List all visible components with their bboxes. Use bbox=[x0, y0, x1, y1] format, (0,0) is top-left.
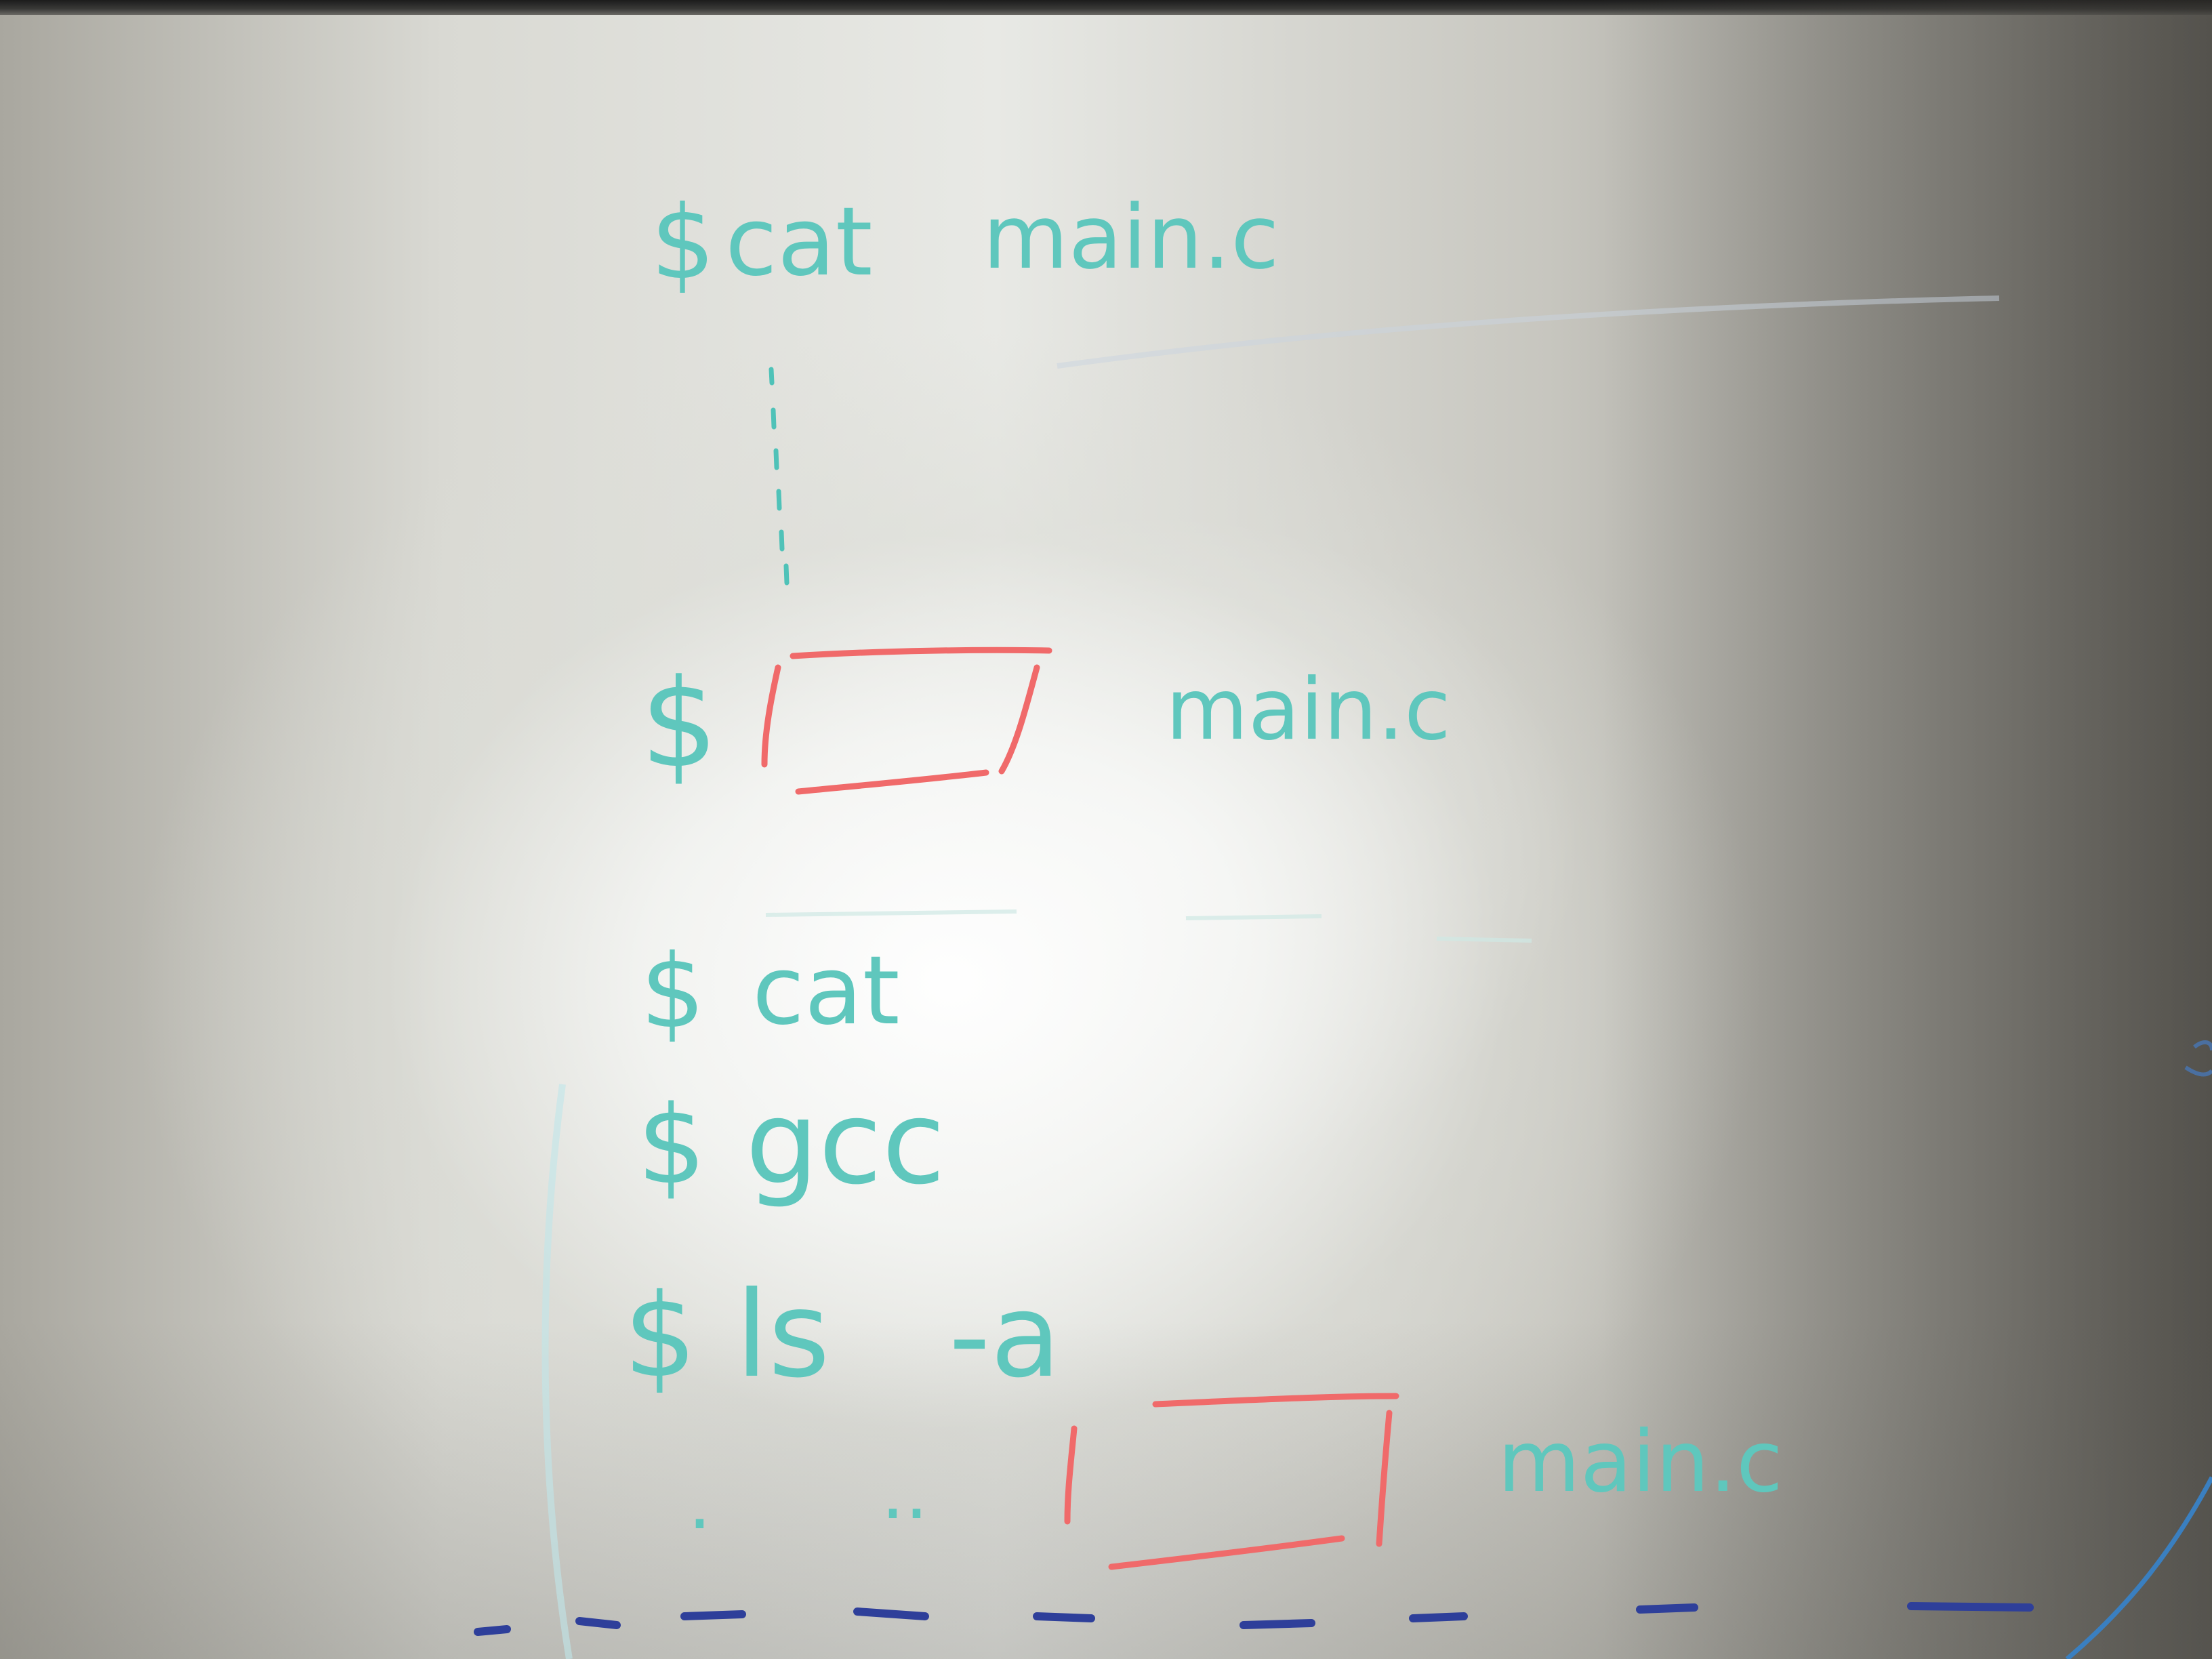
line-3-prompt: $ bbox=[640, 933, 705, 1051]
edge-scribble bbox=[2184, 1040, 2212, 1077]
faint-erased-dashes bbox=[765, 909, 1532, 943]
line-5-command: ls bbox=[735, 1267, 830, 1404]
line-2-argument: main.c bbox=[1166, 661, 1451, 759]
line-2-prompt: $ bbox=[640, 653, 718, 795]
line-4-prompt: $ bbox=[637, 1082, 706, 1208]
lighting-shadow-bottom bbox=[0, 1320, 2212, 1659]
faint-vertical-trace bbox=[541, 1084, 573, 1659]
line-1-prompt: $ bbox=[651, 184, 715, 302]
line-4-gcc: $ gcc bbox=[637, 1076, 945, 1210]
line-5-argument: -a bbox=[949, 1269, 1061, 1404]
line-4-command: gcc bbox=[745, 1076, 945, 1210]
listing-file: main.c bbox=[1498, 1413, 1783, 1511]
listing-dot: . bbox=[688, 1459, 712, 1546]
red-blank-box-2 bbox=[1064, 1393, 1399, 1570]
ls-output-listing: . .. main.c bbox=[688, 1393, 1783, 1570]
line-5-ls-a: $ ls -a bbox=[623, 1267, 1061, 1404]
line-1-command: cat bbox=[725, 187, 873, 298]
blue-corner-arc bbox=[2065, 1476, 2212, 1659]
red-blank-box-1 bbox=[761, 647, 1052, 795]
line-3-cat: $ cat bbox=[640, 933, 900, 1051]
line-1-argument: main.c bbox=[983, 186, 1279, 289]
vertical-ellipsis bbox=[769, 367, 790, 586]
navy-dashed-line bbox=[474, 1602, 2034, 1636]
line-3-command: cat bbox=[752, 936, 900, 1046]
line-1-cat-main-c: $ cat main.c bbox=[651, 184, 1279, 302]
lighting-shadow-right bbox=[1602, 0, 2212, 1659]
line-5-prompt: $ bbox=[623, 1269, 697, 1404]
listing-dotdot: .. bbox=[881, 1449, 928, 1536]
faint-smudge-line bbox=[1057, 295, 2000, 369]
line-2-blank-main-c: $ main.c bbox=[640, 647, 1451, 795]
